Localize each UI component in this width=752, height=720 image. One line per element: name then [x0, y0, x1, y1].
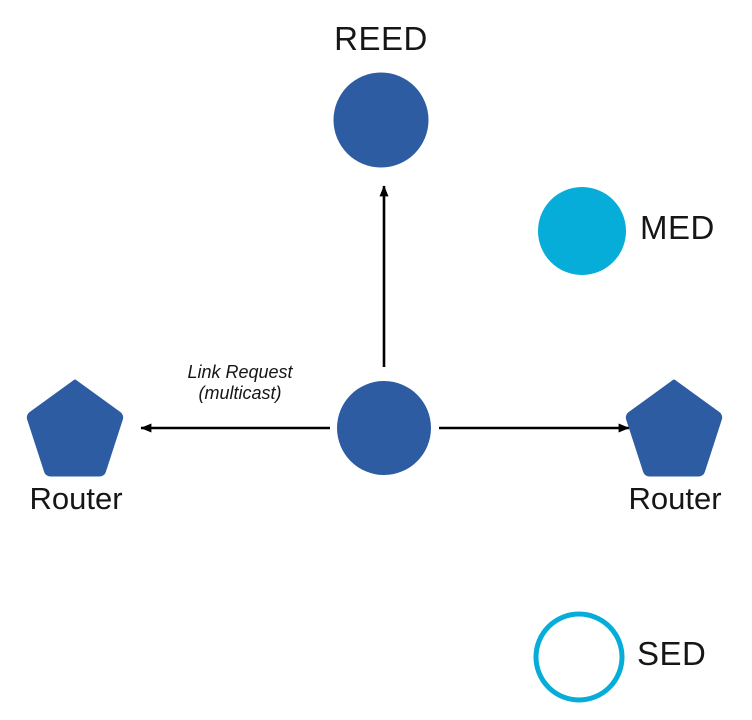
node-label-med: MED: [640, 209, 715, 246]
node-med[interactable]: [538, 187, 626, 275]
edge-label-line-1: Link Request: [187, 362, 293, 382]
node-label-sed: SED: [637, 635, 707, 672]
node-router-right[interactable]: [625, 379, 723, 477]
node-label-router-left: Router: [29, 481, 123, 516]
node-router-left[interactable]: [26, 379, 124, 477]
edge-label-line-2: (multicast): [198, 383, 282, 403]
node-label-router-right: Router: [628, 481, 722, 516]
node-reed[interactable]: [333, 72, 429, 168]
node-label-reed: REED: [334, 20, 428, 57]
node-sender[interactable]: [337, 381, 431, 475]
edge-label-link-request: Link Request (multicast): [155, 362, 325, 404]
node-sed[interactable]: [533, 611, 625, 703]
